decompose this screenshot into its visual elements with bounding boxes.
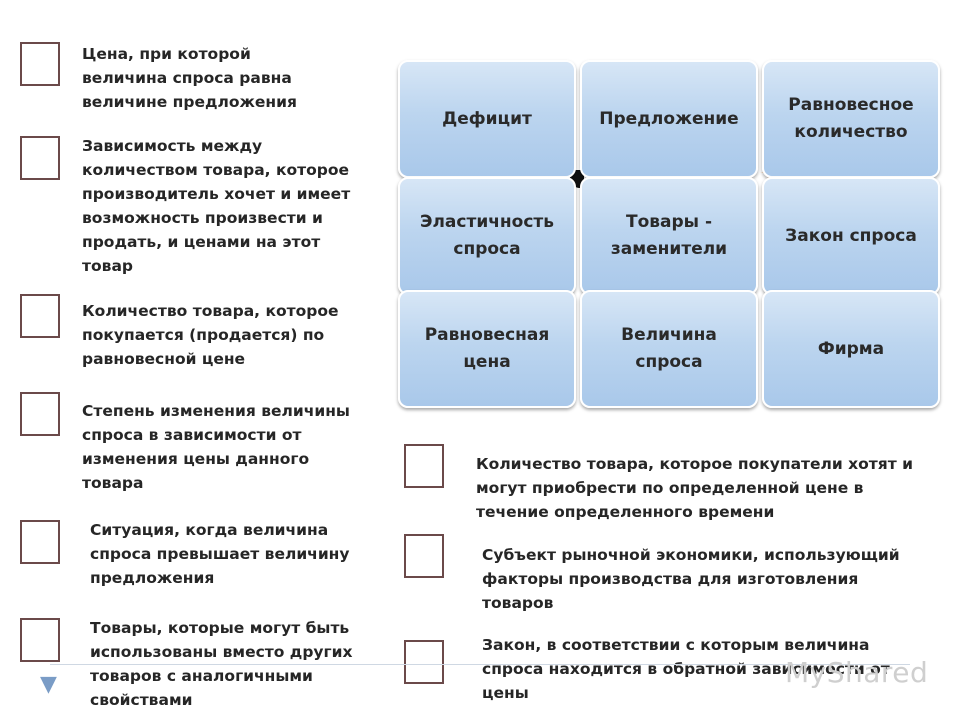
footer-divider [50,664,910,665]
triangle-bullet-icon: ▼ [40,672,57,697]
answer-box-left-2[interactable] [20,136,60,180]
definition-left-4: Степень изменения величины спроса в зави… [82,402,350,492]
term-card-2[interactable]: Предложение [580,60,758,178]
answer-box-left-4[interactable] [20,392,60,436]
definition-right-2: Субъект рыночной экономики, использующий… [482,546,900,612]
definition-left-3: Количество товара, которое покупается (п… [82,302,339,368]
answer-box-left-1[interactable] [20,42,60,86]
term-card-9[interactable]: Фирма [762,290,940,408]
term-card-4[interactable]: Эластичность спроса [398,177,576,295]
term-card-1[interactable]: Дефицит [398,60,576,178]
watermark-text: MyShared [785,656,929,689]
definition-left-6: Товары, которые могут быть использованы … [90,619,353,709]
definition-left-2: Зависимость между количеством товара, ко… [82,137,351,275]
answer-box-right-3[interactable] [404,640,444,684]
definition-left-5: Ситуация, когда величина спроса превышае… [90,521,350,587]
term-card-3[interactable]: Равновесное количество [762,60,940,178]
definition-left-1: Цена, при которой величина спроса равна … [82,45,297,111]
term-card-5[interactable]: Товары - заменители [580,177,758,295]
answer-box-left-5[interactable] [20,520,60,564]
answer-box-left-3[interactable] [20,294,60,338]
answer-box-left-6[interactable] [20,618,60,662]
definition-right-1: Количество товара, которое покупатели хо… [476,455,913,521]
term-card-8[interactable]: Величина спроса [580,290,758,408]
term-card-6[interactable]: Закон спроса [762,177,940,295]
term-card-7[interactable]: Равновесная цена [398,290,576,408]
answer-box-right-2[interactable] [404,534,444,578]
answer-box-right-1[interactable] [404,444,444,488]
